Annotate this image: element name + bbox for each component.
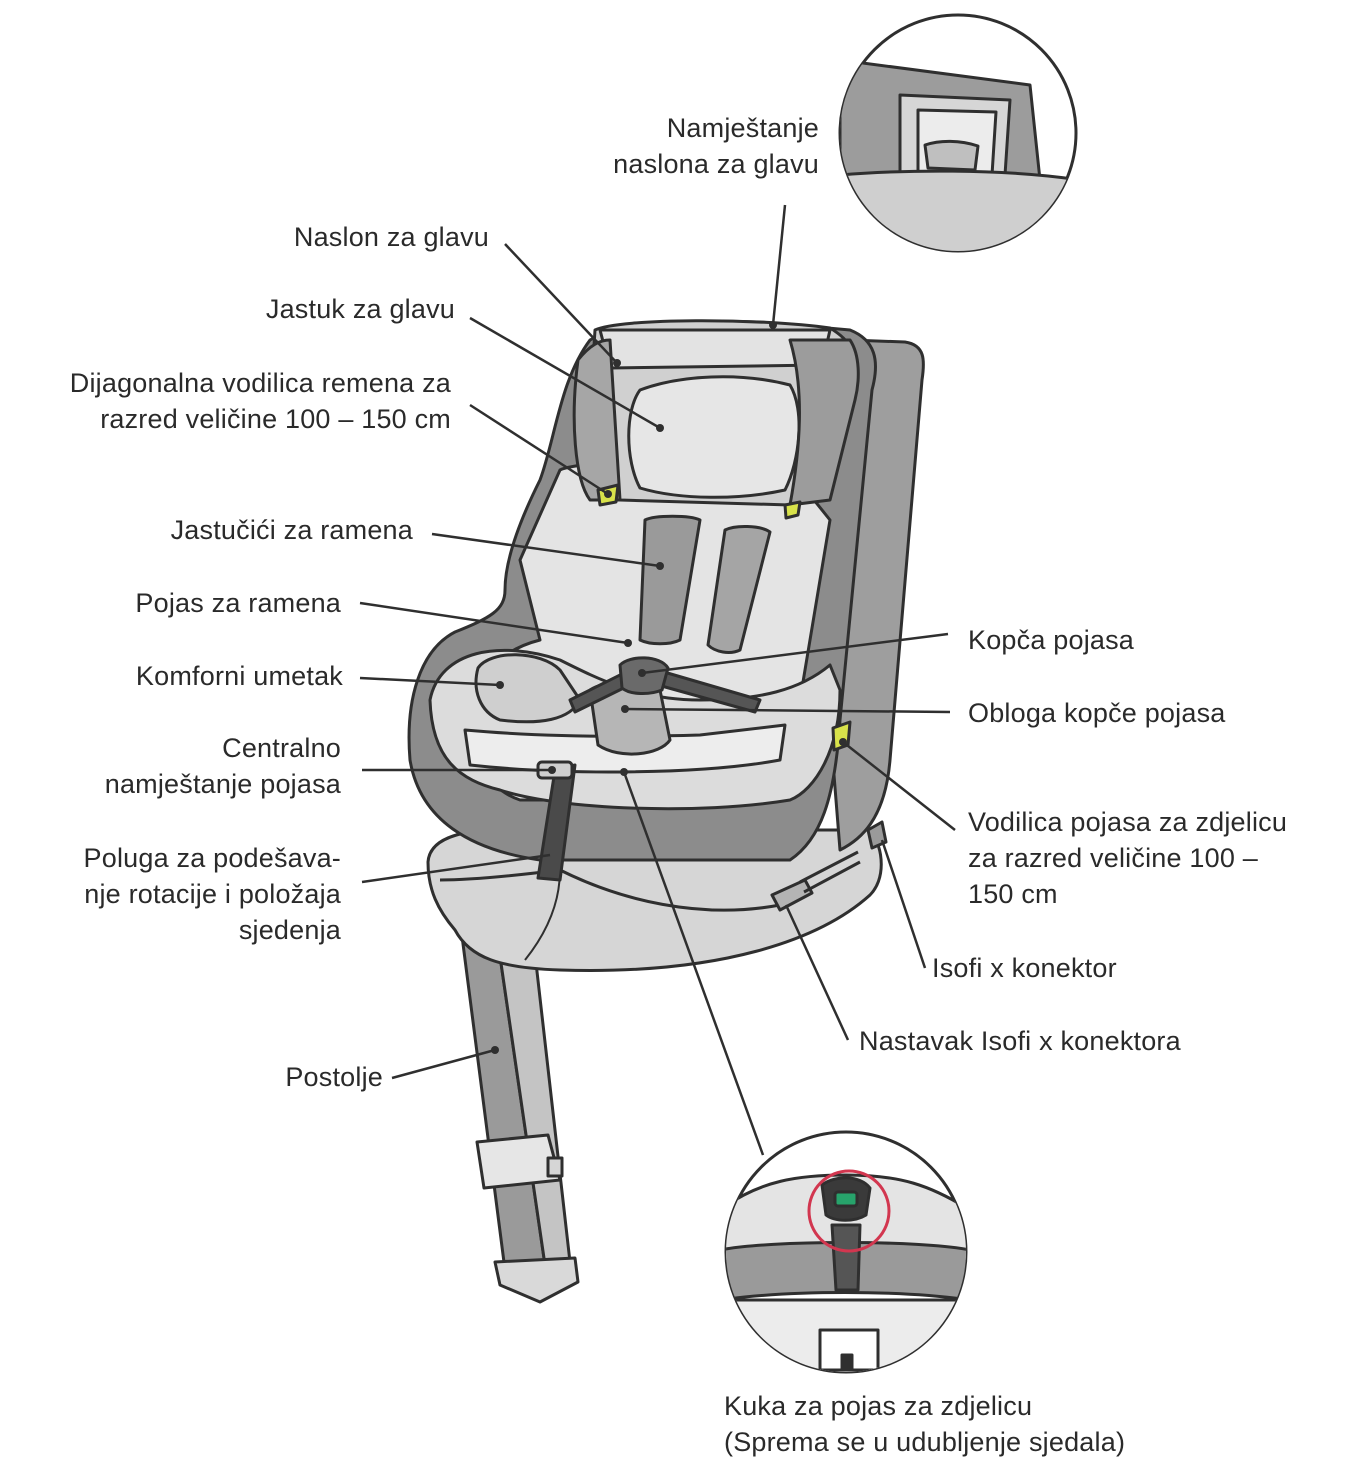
label-shoulder-pads: Jastučići za ramena [170, 515, 413, 545]
label-buckle-pad: Obloga kopče pojasa [968, 698, 1226, 728]
label-isofix-connector: Isofi x konektor [932, 953, 1117, 983]
label-shoulder-belt: Pojas za ramena [135, 588, 341, 618]
label-comfort-insert: Komforni umetak [135, 661, 343, 691]
seat-shell [407, 319, 925, 882]
label-head-cushion: Jastuk za glavu [265, 294, 455, 324]
label-buckle: Kopča pojasa [968, 625, 1135, 655]
label-lap-belt-guide: Vodilica pojasa za zdjelicu za razred ve… [968, 807, 1288, 909]
label-lap-belt-hook: Kuka za pojas za zdjelicu (Sprema se u u… [724, 1391, 1126, 1457]
label-diagonal-belt-guide: Dijagonalna vodilica remena za razred ve… [69, 368, 451, 434]
label-headrest-adjust: Namještanje naslona za glavu [613, 113, 819, 179]
leader-lines [359, 204, 956, 1156]
label-isofix-extension: Nastavak Isofi x konektora [859, 1026, 1181, 1056]
label-central-adjust: Centralno namještanje pojasa [104, 733, 341, 799]
detail-lap-belt-hook [724, 1130, 968, 1374]
label-adjust-lever: Poluga za podešava- nje rotacije i polož… [83, 843, 341, 945]
label-support-leg: Postolje [285, 1062, 383, 1092]
marker-dots [491, 321, 847, 1054]
detail-headrest-adjust [838, 13, 1078, 253]
label-headrest: Naslon za glavu [293, 222, 489, 252]
